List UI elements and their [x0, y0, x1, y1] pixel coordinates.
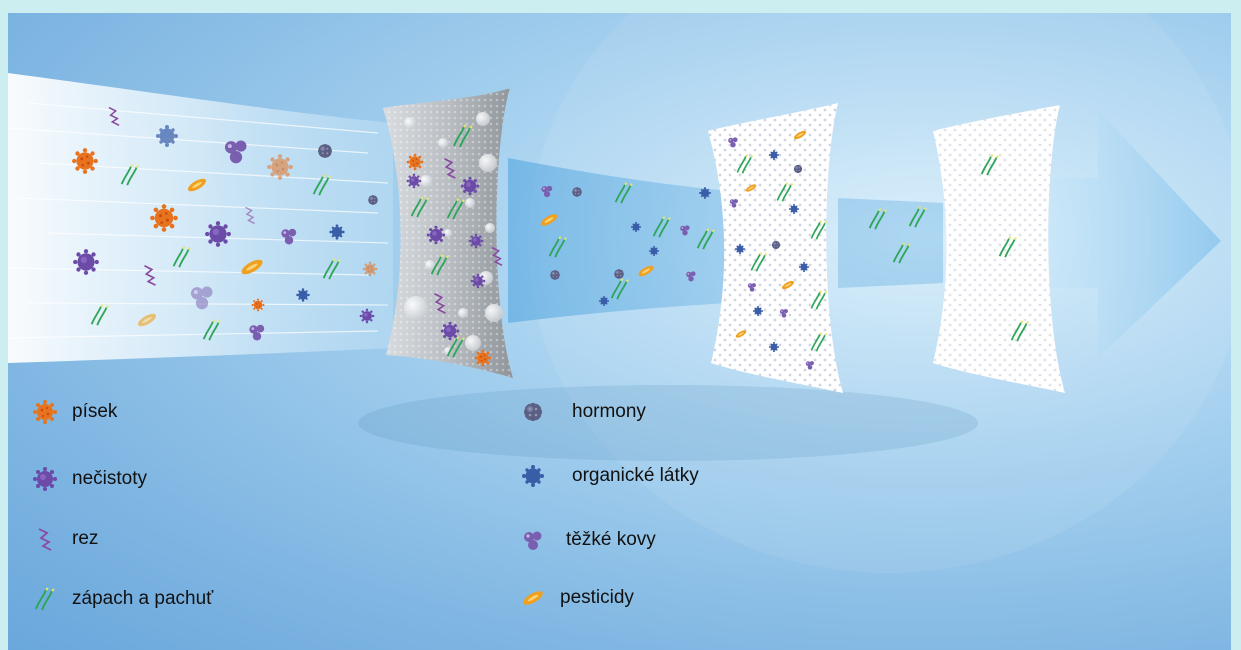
legend-label: těžké kovy [566, 529, 656, 551]
impurity-particle [407, 174, 422, 189]
fine-membrane-filter [933, 105, 1065, 393]
legend-item-organic: organické látky [520, 463, 699, 489]
sand-particle-icon [32, 399, 58, 425]
hormone-particle [772, 241, 780, 249]
impurity-particle [427, 226, 445, 244]
impurity-particle [73, 249, 99, 275]
legend-label: hormony [572, 401, 646, 423]
impurity-particle-icon [32, 466, 58, 492]
heavy-metal-cluster-icon [520, 527, 546, 553]
sand-particle [150, 204, 178, 232]
sand-particle [363, 262, 378, 277]
filtration-scene [8, 13, 1231, 650]
hormone-particle [550, 270, 560, 280]
odor-wisp-icon [32, 586, 58, 612]
legend-item-sand: písek [32, 399, 117, 425]
hormone-particle [794, 165, 802, 173]
rust-squiggle-icon [32, 526, 58, 552]
organic-matter-particle-icon [520, 463, 546, 489]
sand-particle [475, 350, 492, 367]
legend-item-odor: zápach a pachuť [32, 586, 213, 612]
legend-item-impurities: nečistoty [32, 466, 147, 492]
sand-particle [252, 299, 265, 312]
hormone-particle [572, 187, 582, 197]
hormone-particle [614, 269, 624, 279]
legend-item-hormones: hormony [520, 399, 646, 425]
legend-item-pesticides: pesticidy [520, 585, 634, 611]
hormone-particle [368, 195, 378, 205]
sand-particle [72, 148, 98, 174]
legend-label: pesticidy [560, 587, 634, 609]
pesticide-capsule-icon [520, 585, 546, 611]
legend-label: rez [72, 528, 98, 550]
inflow-stream [8, 73, 393, 363]
legend-label: organické látky [572, 465, 699, 487]
legend-item-heavy-metals: těžké kovy [520, 527, 656, 553]
floor-shadow [358, 385, 978, 461]
hormone-particle-icon [520, 399, 546, 425]
impurity-particle [469, 234, 484, 249]
impurity-particle [471, 274, 486, 289]
legend-label: zápach a pachuť [72, 588, 213, 610]
legend-label: nečistoty [72, 468, 147, 490]
impurity-particle [205, 221, 231, 247]
hormone-particle [318, 144, 332, 158]
post-stream [838, 198, 943, 288]
legend-label: písek [72, 401, 117, 423]
sand-particle [267, 154, 293, 180]
impurity-particle [441, 322, 459, 340]
legend-item-rust: rez [32, 526, 98, 552]
impurity-particle [461, 177, 479, 195]
sand-particle [407, 154, 424, 171]
impurity-particle [360, 309, 375, 324]
filtration-diagram: písek nečistoty rez zápach a pachuť horm… [8, 13, 1231, 650]
